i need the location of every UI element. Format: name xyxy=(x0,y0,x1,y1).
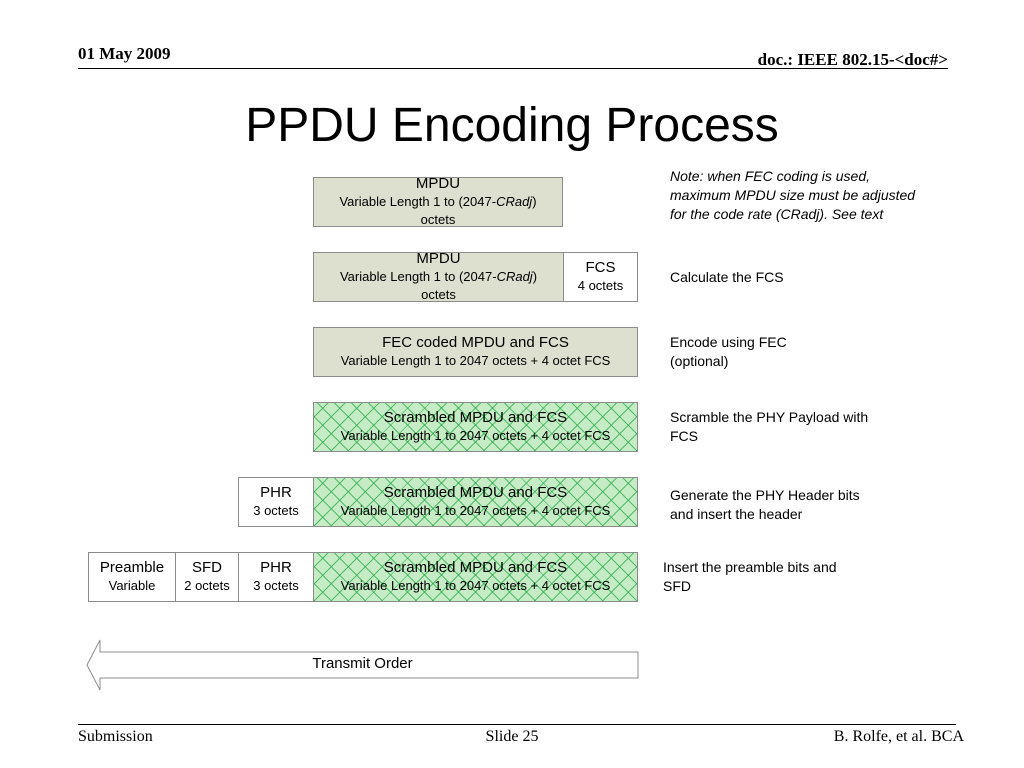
scrambled-length: Variable Length 1 to 2047 octets + 4 oct… xyxy=(340,503,611,518)
footer-divider xyxy=(78,724,956,725)
mpdu-box-1: MPDU Variable Length 1 to (2047-CRadj) o… xyxy=(313,175,563,227)
fcs-size: 4 octets xyxy=(577,278,624,293)
note-insert-preamble: Insert the preamble bits and SFD xyxy=(663,559,837,594)
mpdu-length: Variable Length 1 to (2047-CRadj) xyxy=(339,194,537,209)
slide-title: PPDU Encoding Process xyxy=(245,99,779,152)
fec-coded-length: Variable Length 1 to 2047 octets + 4 oct… xyxy=(340,353,611,368)
scrambled-title: Scrambled MPDU and FCS xyxy=(383,409,568,426)
note-fec-size: Note: when FEC coding is used, maximum M… xyxy=(670,168,916,222)
header-divider xyxy=(78,68,948,69)
header-date: 01 May 2009 xyxy=(78,44,171,63)
header-doc-id: doc.: IEEE 802.15-<doc#> xyxy=(757,50,948,69)
mpdu-box-2: MPDU Variable Length 1 to (2047-CRadj) o… xyxy=(313,250,564,302)
note-generate-phr: Generate the PHY Header bits and insert … xyxy=(670,487,860,522)
phr-size: 3 octets xyxy=(253,503,299,518)
note-scramble: Scramble the PHY Payload with FCS xyxy=(670,409,869,444)
note-calculate-fcs: Calculate the FCS xyxy=(670,269,784,285)
transmit-order-label: Transmit Order xyxy=(312,655,413,672)
scrambled-box-2: Scrambled MPDU and FCS Variable Length 1… xyxy=(313,477,638,527)
mpdu-title: MPDU xyxy=(416,250,461,267)
phr-box-2: PHR 3 octets xyxy=(238,552,314,602)
phr-box-1: PHR 3 octets xyxy=(238,477,314,527)
preamble-title: Preamble xyxy=(99,559,165,576)
scrambled-box-1: Scrambled MPDU and FCS Variable Length 1… xyxy=(313,402,638,452)
note-encode-fec: Encode using FEC (optional) xyxy=(670,334,787,369)
transmit-order-arrow xyxy=(86,639,639,691)
fec-coded-title: FEC coded MPDU and FCS xyxy=(382,334,569,351)
phr-size: 3 octets xyxy=(253,578,299,593)
phr-title: PHR xyxy=(260,559,292,576)
fcs-title: FCS xyxy=(585,259,616,276)
footer-authors: B. Rolfe, et al. BCA xyxy=(833,728,964,745)
scrambled-length: Variable Length 1 to 2047 octets + 4 oct… xyxy=(340,428,611,443)
scrambled-title: Scrambled MPDU and FCS xyxy=(383,484,568,501)
mpdu-title: MPDU xyxy=(415,175,461,192)
scrambled-title: Scrambled MPDU and FCS xyxy=(383,559,568,576)
sfd-box: SFD 2 octets xyxy=(175,552,239,602)
mpdu-unit: octets xyxy=(420,212,456,227)
preamble-size: Variable xyxy=(108,578,156,593)
footer-slide-number: Slide 25 xyxy=(485,728,539,745)
fec-coded-box: FEC coded MPDU and FCS Variable Length 1… xyxy=(313,327,638,377)
sfd-title: SFD xyxy=(192,559,222,576)
scrambled-box-3: Scrambled MPDU and FCS Variable Length 1… xyxy=(313,552,638,602)
mpdu-unit: octets xyxy=(421,287,456,302)
phr-title: PHR xyxy=(260,484,292,501)
fcs-box: FCS 4 octets xyxy=(563,252,638,302)
footer-submission: Submission xyxy=(78,728,153,745)
mpdu-length: Variable Length 1 to (2047-CRadj) xyxy=(339,269,538,284)
sfd-size: 2 octets xyxy=(184,578,230,593)
scrambled-length: Variable Length 1 to 2047 octets + 4 oct… xyxy=(340,578,611,593)
preamble-box: Preamble Variable xyxy=(88,552,176,602)
